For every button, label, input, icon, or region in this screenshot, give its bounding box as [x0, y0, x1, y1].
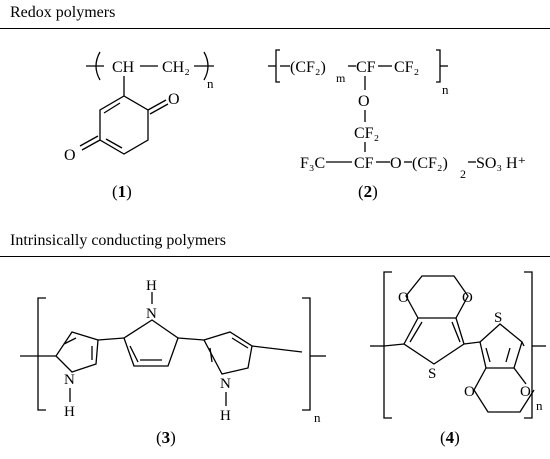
c2-oxygen-2: O [390, 155, 402, 172]
c2-subscript-2: 2 [460, 167, 466, 181]
c2-cf2-group-b: CF₂ [394, 59, 419, 76]
redox-polymers-title: Redox polymers [10, 4, 116, 21]
c3-right-double-2 [231, 337, 249, 349]
c3-hydrogen-center: H [146, 278, 157, 294]
c4-right-chain-bond [521, 341, 525, 347]
redox-section-rule [0, 28, 550, 29]
c2-outer-left-bracket [275, 49, 280, 83]
c2-cf2-group-a: (CF₂) [290, 59, 326, 76]
c3-left-double-1 [63, 337, 77, 345]
c1-oxygen-bottom: O [64, 147, 76, 164]
c2-sulfonic-acid: SO₃ H⁺ [476, 155, 526, 172]
c1-quinone-ring [99, 95, 149, 155]
c1-carbonyl-bottom-2 [79, 135, 99, 147]
c2-oxygen-1: O [358, 93, 370, 110]
c1-ch-atom: CH [112, 59, 135, 76]
c1-double-bond-bottom [105, 138, 123, 149]
conducting-section-rule [0, 256, 550, 257]
c3-label-close: ) [170, 428, 176, 447]
c3-hydrogen-right: H [220, 408, 231, 424]
c2-subscript-n: n [442, 82, 449, 97]
c4-right-double-1 [485, 347, 491, 363]
c3-center-double-1 [129, 345, 139, 363]
c3-pyrrole-center-ring [123, 319, 179, 367]
c3-nitrogen-center: N [146, 306, 157, 322]
c1-oxygen-top: O [168, 91, 180, 108]
c2-cf2-group-c: CF₂ [354, 125, 379, 142]
c4-dioxane-top [405, 275, 469, 319]
c2-cf2-group-d: (CF₂) [412, 155, 448, 172]
c3-right-chain-bond [251, 345, 303, 353]
c1-label-number: 1 [117, 182, 127, 201]
compound-3-structure: n N H N H N H [20, 278, 326, 425]
c1-label-open: ( [112, 182, 118, 201]
c4-oxygen-bottom-left: O [464, 384, 475, 400]
c4-thiophene-left [403, 317, 465, 365]
c3-nitrogen-right: N [220, 376, 231, 392]
c3-right-bracket [302, 297, 311, 411]
c3-label-open: ( [156, 428, 162, 447]
c3-right-double-1 [209, 347, 213, 363]
c4-dioxane-bottom-link [513, 367, 527, 385]
conducting-polymers-title: Intrinsically conducting polymers [10, 232, 226, 249]
c4-right-double-2 [505, 347, 511, 363]
c3-hydrogen-left: H [64, 404, 75, 420]
c2-cf-atom-b: CF [354, 155, 374, 172]
c1-right-paren [203, 51, 209, 81]
c3-pyrrole-right-ring [203, 331, 253, 375]
c1-label-close: ) [126, 182, 132, 201]
c4-label-close: ) [454, 428, 460, 447]
c4-sulfur-top: S [428, 366, 436, 382]
compound-1-label: (1) [112, 182, 132, 202]
c4-label-open: ( [440, 428, 446, 447]
c4-left-double-2 [451, 321, 461, 343]
c2-label-number: 2 [363, 182, 373, 201]
c1-carbonyl-bottom-1 [81, 139, 101, 151]
c3-link-bond-1 [97, 337, 125, 341]
c1-subscript-n: n [207, 76, 214, 91]
c1-carbonyl-top-2 [149, 103, 169, 115]
c3-label-number: 3 [161, 428, 171, 447]
compound-3-label: (3) [156, 428, 176, 448]
compound-2-structure: n (CF₂) m CF CF₂ O CF₂ F₃C CF O (CF₂) 2 … [268, 49, 526, 181]
c4-link-bond [463, 341, 481, 345]
c3-subscript-n: n [314, 410, 321, 425]
c1-double-bond-top [103, 102, 121, 114]
c4-label-number: 4 [445, 428, 455, 447]
c1-ch2-atom: CH₂ [162, 59, 190, 76]
compound-4-structure: n O O S S O O [370, 271, 546, 419]
c2-subscript-m: m [336, 71, 346, 85]
c4-dioxane-bottom [473, 367, 535, 413]
c2-cf-atom: CF [356, 59, 376, 76]
c4-subscript-n: n [536, 398, 543, 413]
c4-oxygen-bottom-right: O [520, 384, 531, 400]
compound-4-label: (4) [440, 428, 460, 448]
c4-left-double-1 [409, 321, 423, 343]
c4-oxygen-top-left: O [398, 290, 409, 306]
c4-right-bracket [524, 271, 533, 419]
compound-1-structure: CH CH₂ n O O [64, 51, 214, 164]
c2-label-close: ) [372, 182, 378, 201]
c3-link-bond-2 [177, 337, 205, 341]
c3-nitrogen-left: N [64, 372, 75, 388]
c4-left-chain-bond [383, 343, 405, 347]
c3-left-bracket [37, 297, 46, 411]
c1-carbonyl-top-1 [147, 99, 167, 111]
c4-sulfur-bottom: S [494, 310, 502, 326]
c4-left-bracket [383, 271, 392, 419]
c4-thiophene-right [479, 323, 523, 369]
c2-outer-right-bracket [436, 49, 441, 83]
c2-f3c-group: F₃C [300, 155, 325, 172]
c2-label-open: ( [358, 182, 364, 201]
c4-oxygen-top-right: O [462, 290, 473, 306]
c3-pyrrole-left-ring [55, 331, 99, 373]
compound-2-label: (2) [358, 182, 378, 202]
